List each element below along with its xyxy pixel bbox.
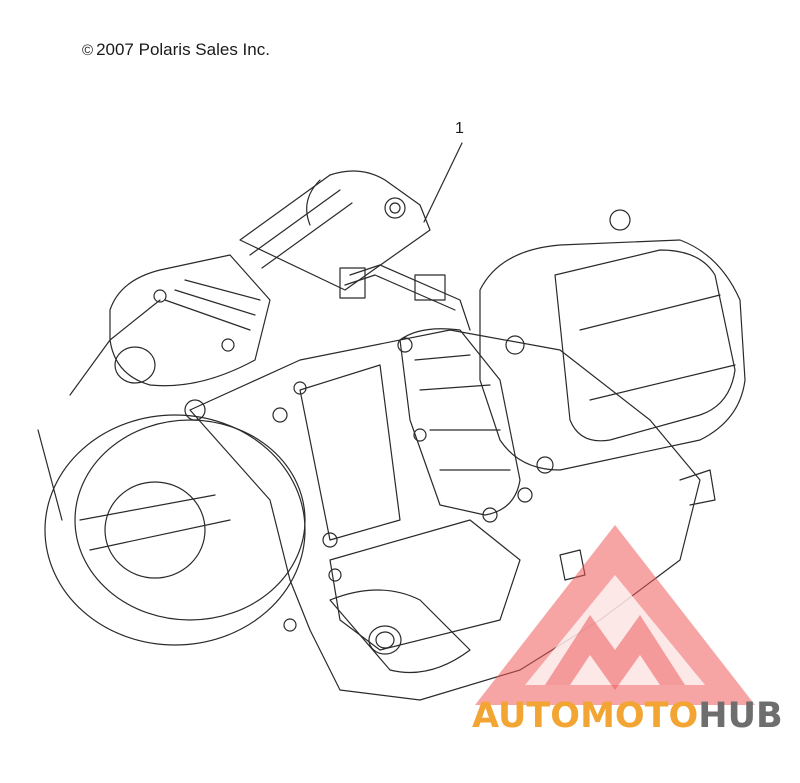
flywheel-hub [104, 481, 206, 579]
head-bolt [505, 335, 525, 355]
crankcase-detail-2 [329, 519, 521, 651]
callout-number: 1 [455, 120, 464, 137]
crankcase-bolt [322, 532, 338, 548]
flywheel-cover-rim [74, 419, 306, 621]
flywheel-cover [44, 414, 306, 646]
crankcase-bolt [153, 289, 167, 303]
callout-leader-line [423, 142, 463, 223]
crankcase-bolt [293, 381, 307, 395]
crankcase-bolt [221, 338, 235, 352]
cylinder-head [479, 239, 746, 471]
starter-motor-rings [249, 179, 353, 269]
left-boss [114, 346, 156, 384]
intake-bolt [397, 337, 413, 353]
coolant-hose [349, 264, 471, 331]
flywheel-segment-lines [79, 494, 231, 551]
valve-cover-lines [579, 294, 736, 401]
starter-motor [239, 170, 431, 291]
sensor-block [414, 274, 446, 301]
head-bolt [609, 209, 631, 231]
crankcase-detail [299, 364, 401, 541]
starter-bolt [384, 197, 406, 219]
output-shaft [679, 469, 716, 506]
lower-plug [368, 625, 402, 655]
left-housing-ribs [164, 279, 261, 331]
crankcase-bolt [413, 428, 427, 442]
copyright-notice: ©2007 Polaris Sales Inc. [82, 40, 270, 60]
wordmark-auto: AUTO [472, 696, 581, 736]
intake-ribs [414, 354, 511, 471]
intake-body [399, 328, 521, 516]
sensor-block [339, 267, 366, 299]
crankcase-bolt [328, 568, 342, 582]
starter-bolt-inner [389, 202, 401, 214]
crankcase-bolt [184, 399, 206, 421]
copyright-symbol: © [82, 42, 94, 59]
wordmark-moto: MOTO [580, 696, 699, 736]
left-housing [109, 254, 271, 387]
intake-bolt [482, 507, 498, 523]
crankcase-bolt [283, 618, 297, 632]
head-bolt [536, 456, 554, 474]
automotohub-logo [475, 525, 755, 705]
lower-plug-inner [375, 631, 395, 649]
wordmark-hub: HUB [698, 696, 783, 736]
crankcase-bolt [272, 407, 288, 423]
coolant-hose [344, 274, 456, 311]
frame-line [37, 299, 161, 521]
lower-pipe [329, 589, 471, 674]
automotohub-wordmark: AUTOMOTOHUB [472, 696, 783, 736]
intake-bolt [517, 487, 533, 503]
copyright-text: 2007 Polaris Sales Inc. [96, 40, 270, 59]
valve-cover [554, 249, 736, 442]
logo-m-shape [545, 615, 685, 690]
